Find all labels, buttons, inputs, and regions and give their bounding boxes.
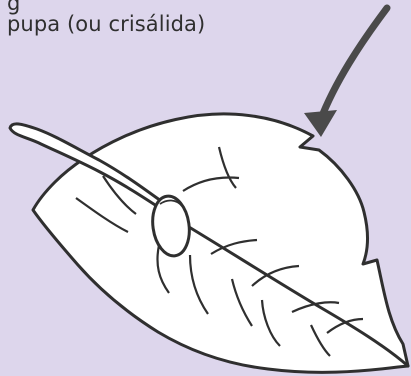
leaf [10,114,408,372]
curved-arrow-icon [304,8,387,137]
